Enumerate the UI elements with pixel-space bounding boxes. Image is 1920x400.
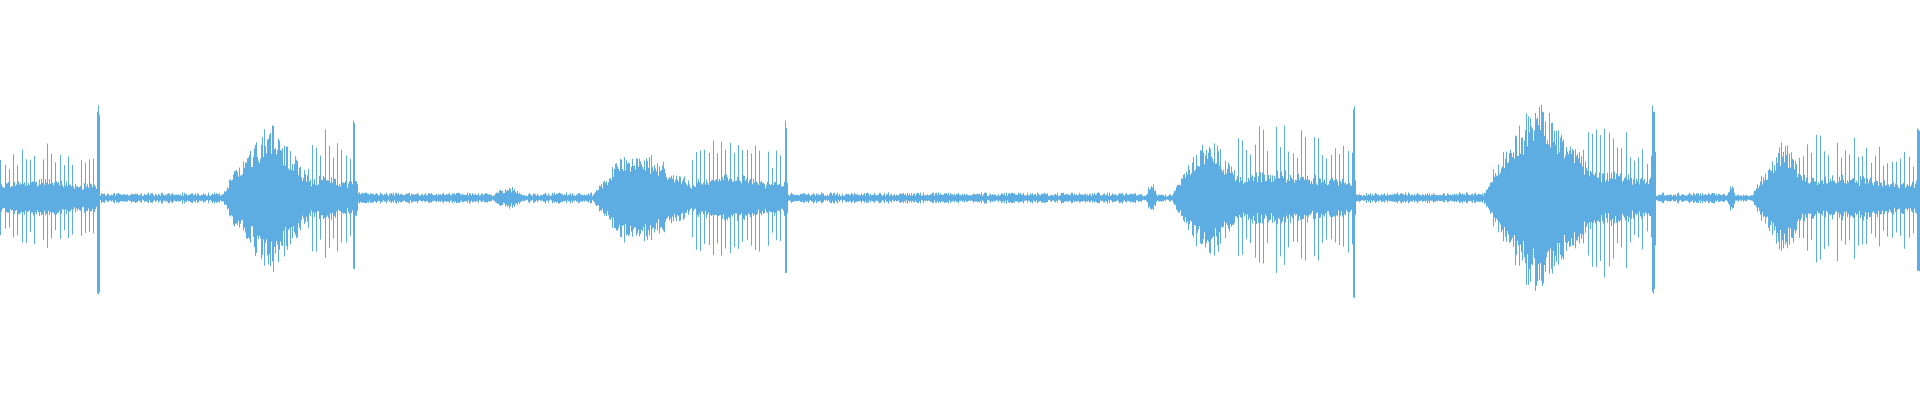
waveform-path <box>0 104 1920 299</box>
waveform-trace <box>0 104 1920 299</box>
